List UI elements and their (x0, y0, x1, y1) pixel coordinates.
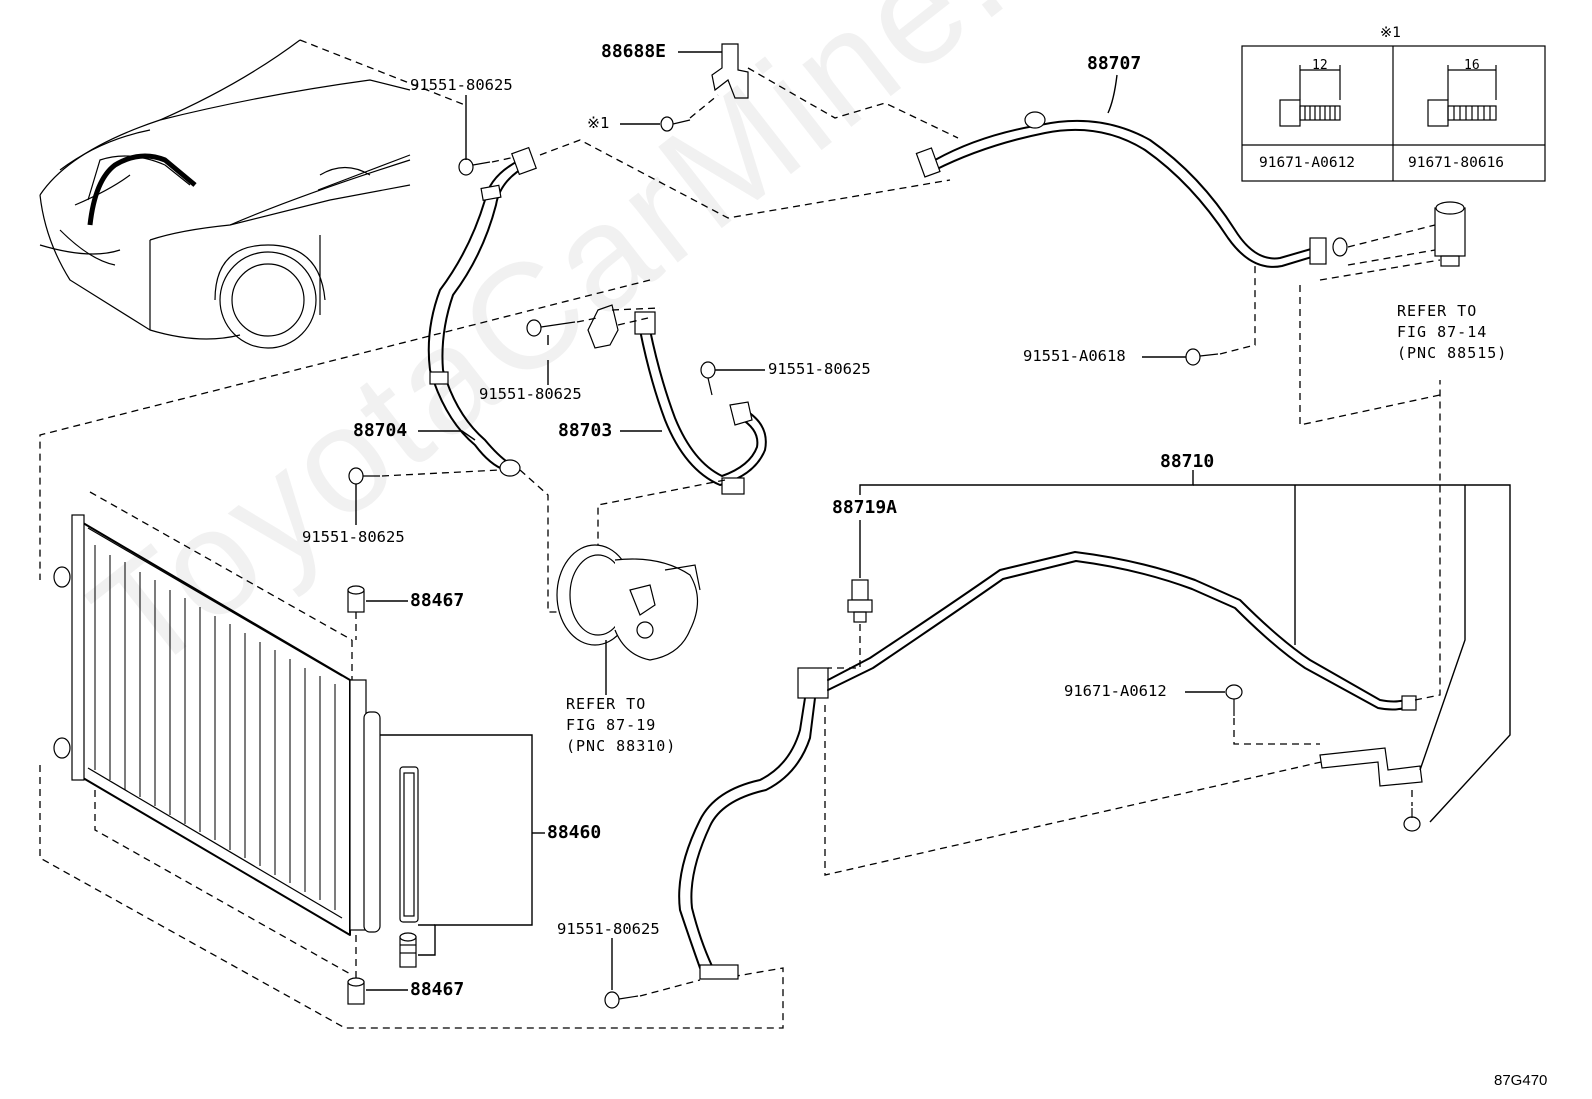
bolt-91551-mid (526, 319, 576, 337)
label-91551-top: 91551-80625 (410, 76, 513, 94)
ref-compressor-line2: FIG 87-19 (566, 716, 657, 734)
condenser (53, 514, 381, 936)
bolt-table (1241, 45, 1546, 182)
receiver-block (1434, 201, 1466, 267)
bolt-note1 (660, 116, 691, 132)
leader-lines (355, 51, 1511, 991)
label-88719A: 88719A (832, 497, 898, 518)
plug-88467-top (347, 585, 365, 613)
highlighted-hose-on-vehicle (87, 153, 197, 226)
bolt-table-part-1: 91671-A0612 (1259, 155, 1356, 171)
vehicle-sketch (39, 39, 411, 349)
bolt-table-part-2: 91671-80616 (1408, 155, 1505, 171)
label-91551-left: 91551-80625 (302, 528, 405, 546)
ref-compressor-line3: (PNC 88310) (566, 737, 677, 755)
ref-receiver: REFER TO FIG 87-14 (PNC 88515) (1397, 301, 1507, 364)
label-91551-right: 91551-80625 (768, 360, 871, 378)
label-91551-mid: 91551-80625 (479, 385, 582, 403)
hose-88704 (427, 146, 537, 477)
switch-88719A (847, 579, 873, 623)
bolt-91551-left (348, 467, 380, 485)
label-88467-bottom: 88467 (410, 979, 465, 1000)
pipe-end-88710 (699, 964, 739, 980)
bracket-88710 (1319, 747, 1423, 787)
figure-code: 87G470 (1494, 1072, 1548, 1089)
ref-compressor-line1: REFER TO (566, 695, 647, 713)
bolt-table-dim-2: 16 (1464, 58, 1480, 73)
dryer-88460 (399, 766, 419, 968)
car-leader (299, 39, 466, 106)
bolt-table-dim-1: 12 (1312, 58, 1328, 73)
bolt-bracket (1403, 808, 1421, 832)
label-91671-A0612: 91671-A0612 (1064, 682, 1167, 700)
plug-88467-bottom (347, 977, 365, 1005)
bolt-88703 (700, 361, 716, 396)
label-88704: 88704 (353, 420, 408, 441)
ref-receiver-line2: FIG 87-14 (1397, 323, 1488, 341)
bolt-91551-bottom (604, 991, 639, 1009)
label-88467-top: 88467 (410, 590, 465, 611)
bolt-91551-top (458, 158, 491, 176)
bolt-91551-A0618 (1185, 348, 1219, 366)
bolt-table-header: ※1 (1380, 25, 1401, 41)
ref-compressor: REFER TO FIG 87-19 (PNC 88310) (566, 694, 676, 757)
label-91551-A0618: 91551-A0618 (1023, 347, 1126, 365)
label-91551-bottom: 91551-80625 (557, 920, 660, 938)
label-88460: 88460 (547, 822, 602, 843)
label-88707: 88707 (1087, 53, 1142, 74)
bracket-88703 (587, 304, 619, 349)
hose-88703 (634, 311, 767, 495)
pipe-88707 (915, 111, 1348, 268)
bolt-91671-A0612 (1225, 684, 1243, 716)
pipe-88710 (678, 551, 1417, 969)
label-88688E: 88688E (601, 41, 667, 62)
label-note1: ※1 (587, 114, 610, 132)
label-88710: 88710 (1160, 451, 1215, 472)
compressor (556, 544, 701, 661)
ref-receiver-line3: (PNC 88515) (1397, 344, 1508, 362)
clamp-88688E (711, 43, 749, 99)
label-88703: 88703 (558, 420, 613, 441)
ref-receiver-line1: REFER TO (1397, 302, 1478, 320)
